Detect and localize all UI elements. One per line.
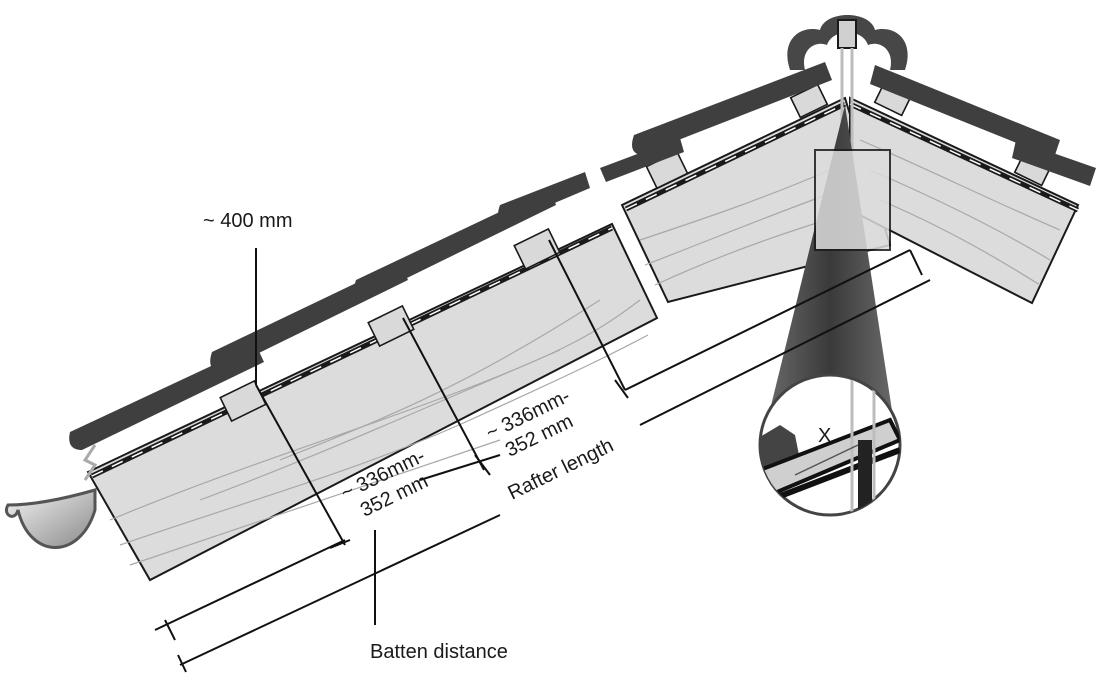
ridge-detail-magnifier: X — [758, 105, 902, 517]
overhang-label: ~ 400 mm — [203, 210, 292, 232]
roof-tiles — [69, 62, 1096, 450]
detail-x-label: X — [818, 425, 831, 447]
gutter — [5, 444, 98, 549]
batten-distance-label: Batten distance — [370, 641, 508, 663]
dimension-lines — [154, 239, 931, 673]
